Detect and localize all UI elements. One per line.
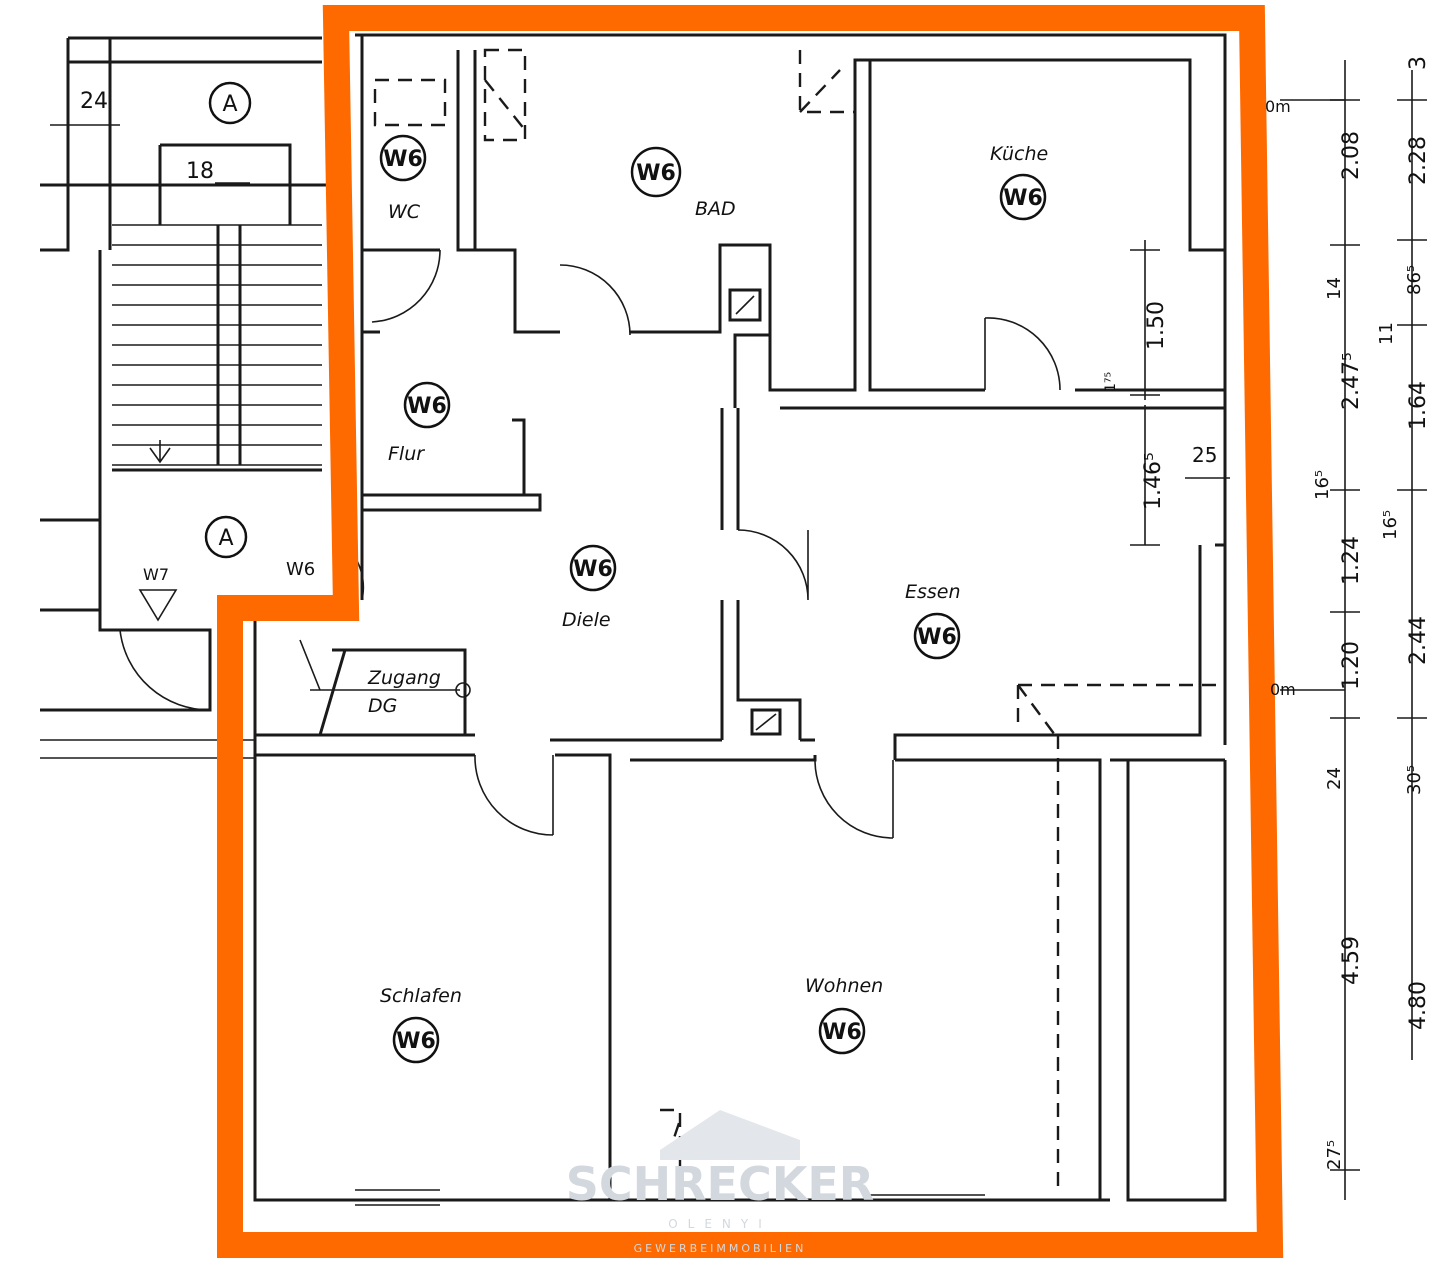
dim-col2-1: 86⁵ — [1404, 265, 1425, 295]
room-wc-code: W6 — [383, 147, 423, 172]
dim-inner-b: 1.46⁵ — [1141, 452, 1166, 510]
dim-col1-2: 2.47⁵ — [1339, 352, 1364, 410]
room-zugang-label: Zugang — [367, 667, 441, 689]
inner-dimensions: 1.50 1.46⁵ 25 1⁷⁵ — [1103, 240, 1230, 546]
room-wc-label: WC — [388, 201, 421, 223]
dim-col1-0: 2.08 — [1339, 131, 1364, 180]
room-schlafen: Schlafen W6 — [380, 985, 462, 1064]
room-schlafen-code: W6 — [396, 1029, 436, 1054]
dim-col1-5: 1.20 — [1339, 641, 1364, 690]
dim-inner-d: 1⁷⁵ — [1103, 372, 1119, 392]
watermark-name: SCHRECKER — [566, 1157, 874, 1211]
dim-inner-a: 1.50 — [1144, 301, 1169, 350]
dim-col2-4: 16⁵ — [1380, 510, 1401, 540]
dim-col1-6: 24 — [1324, 767, 1345, 790]
dim-col2-top: 3 — [1406, 56, 1431, 70]
room-wohnen-label: Wohnen — [805, 975, 883, 997]
stair-marker-top-label: A — [222, 92, 237, 117]
dim-level-mark-1: 0m — [1270, 680, 1296, 699]
stair-marker-bottom — [204, 515, 248, 559]
stair-level-label: W7 — [143, 565, 169, 584]
door-swings — [339, 249, 1061, 839]
room-schlafen-label: Schlafen — [380, 985, 462, 1007]
dim-inner-c: 25 — [1192, 443, 1217, 467]
stair-wall-label: 24 — [80, 89, 108, 114]
watermark: SCHRECKER OLENYI GEWERBEIMMOBILIEN — [566, 1110, 874, 1255]
stairwell: A A 18 24 W7 W6 — [40, 36, 330, 712]
room-flur-code: W6 — [407, 394, 447, 419]
room-kueche-code: W6 — [1003, 186, 1043, 211]
dim-col1-3: 16⁵ — [1312, 470, 1333, 500]
room-diele: W6 Diele — [562, 544, 617, 631]
dim-col2-5: 2.44 — [1406, 616, 1431, 665]
stair-marker-top — [208, 81, 252, 125]
room-diele-code: W6 — [573, 557, 613, 582]
dimension-chain-1: 2.08 14 2.47⁵ 16⁵ 1.24 1.20 24 4.59 27⁵ … — [1265, 60, 1364, 1200]
dim-col2-6: 30⁵ — [1404, 765, 1425, 795]
stair-neighbor-code: W6 — [286, 559, 315, 580]
watermark-tagline: GEWERBEIMMOBILIEN — [634, 1242, 807, 1255]
room-zugang-sub: DG — [368, 695, 397, 717]
room-essen-label: Essen — [905, 581, 961, 603]
room-wohnen: Wohnen W6 — [805, 975, 883, 1055]
dim-col1-7: 4.59 — [1339, 936, 1364, 985]
room-zugang: Zugang DG — [367, 667, 441, 717]
room-flur: W6 Flur — [388, 381, 451, 465]
dim-col2-7: 4.80 — [1406, 981, 1431, 1030]
dim-col2-0: 2.28 — [1406, 136, 1431, 185]
room-bad: W6 BAD — [630, 146, 736, 220]
dim-col1-1: 14 — [1324, 277, 1345, 300]
dim-col2-3: 1.64 — [1406, 381, 1431, 430]
room-flur-label: Flur — [388, 443, 425, 465]
room-wohnen-code: W6 — [822, 1020, 862, 1045]
stair-treads — [112, 224, 322, 466]
room-essen-code: W6 — [917, 625, 957, 650]
dim-col1-8: 27⁵ — [1324, 1140, 1345, 1170]
dim-col2-2: 11 — [1376, 322, 1397, 345]
dimension-chain-2: 3 2.28 86⁵ 11 1.64 16⁵ 2.44 30⁵ 4.80 — [1376, 56, 1431, 1060]
room-wc: W6 WC — [379, 134, 427, 223]
room-essen: Essen W6 — [905, 581, 961, 660]
dim-col1-4: 1.24 — [1339, 536, 1364, 585]
room-kueche: Küche W6 — [990, 143, 1048, 221]
unit-outline — [217, 5, 1284, 1258]
dim-level-mark-0: 0m — [1265, 97, 1291, 116]
watermark-sub: OLENYI — [668, 1217, 772, 1231]
room-bad-label: BAD — [695, 198, 736, 220]
room-kueche-label: Küche — [990, 143, 1048, 165]
room-bad-code: W6 — [636, 161, 676, 186]
stair-tread-label: 18 — [186, 159, 214, 184]
stair-marker-bottom-label: A — [218, 526, 233, 551]
dashed-elements — [373, 48, 1225, 1195]
room-diele-label: Diele — [562, 609, 611, 631]
apartment-walls — [40, 33, 1227, 1206]
